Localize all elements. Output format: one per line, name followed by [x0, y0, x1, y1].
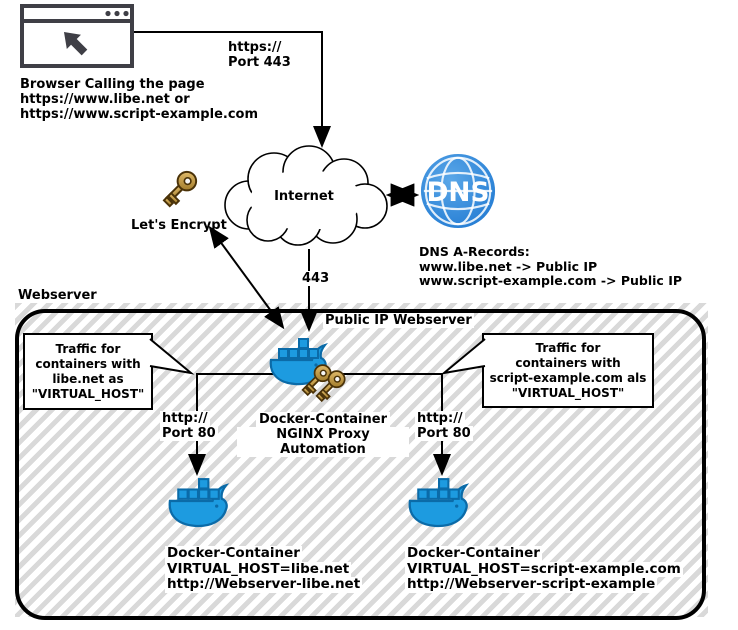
public-ip-webserver-label: Public IP Webserver: [323, 313, 474, 328]
http-line: http://: [160, 411, 210, 426]
http-line: http://: [415, 411, 465, 426]
dns-globe-icon: DNS: [420, 153, 496, 229]
browser-caption: Browser Calling the page https://www.lib…: [20, 77, 258, 122]
dns-records-text: DNS A-Records: www.libe.net -> Public IP…: [419, 244, 683, 289]
callout-traffic-libe: Traffic for containers with libe.net as …: [23, 333, 153, 410]
internet-cloud: [224, 145, 388, 246]
nginx-proxy-line: Docker-Container: [255, 412, 390, 427]
nginx-proxy-line: NGINX Proxy Automation: [237, 427, 409, 457]
docker-container-libe-label: Docker-Container VIRTUAL_HOST=libe.net h…: [165, 545, 363, 593]
callout-line: "VIRTUAL_HOST": [31, 386, 145, 401]
docker-container-script-example-icon: [408, 477, 468, 528]
container-label-line: http://Webserver-libe.net: [165, 576, 363, 593]
port-80-line: Port 80: [160, 426, 218, 441]
lets-encrypt-label: Let's Encrypt: [131, 218, 227, 233]
container-label-line: VIRTUAL_HOST=libe.net: [165, 560, 352, 577]
dns-records-line: www.libe.net -> Public IP: [419, 258, 598, 274]
container-label-line: http://Webserver-script-example: [405, 576, 658, 593]
callout-line: containers with: [515, 355, 621, 370]
dns-records-line: DNS A-Records:: [419, 244, 530, 259]
callout-traffic-script-example: Traffic for containers with script-examp…: [482, 333, 654, 408]
callout-line: containers with: [35, 356, 141, 371]
callout-line: "VIRTUAL_HOST": [511, 385, 625, 400]
browser-caption-line: https://www.libe.net or: [20, 92, 190, 107]
lets-encrypt-key-icon: [158, 167, 201, 210]
http-port-80-right-label: http:// Port 80: [415, 411, 473, 441]
dns-records-line: www.script-example.com -> Public IP: [419, 273, 683, 288]
browser-caption-line: Browser Calling the page: [20, 77, 205, 92]
http-port-80-left-label: http:// Port 80: [160, 411, 218, 441]
webserver-label: Webserver: [18, 288, 97, 303]
callout-line: libe.net as: [52, 371, 124, 386]
callout-line: Traffic for: [535, 340, 601, 355]
https-line: https://: [228, 40, 282, 55]
docker-container-libe-icon: [168, 477, 228, 528]
nginx-proxy-docker-icon: [269, 337, 349, 404]
dns-icon-text: DNS: [427, 178, 490, 208]
callout-line: script-example.com als: [489, 370, 647, 385]
port-443-line: Port 443: [228, 55, 291, 70]
internet-label: Internet: [274, 189, 334, 204]
nginx-proxy-label: Docker-Container NGINX Proxy Automation: [237, 412, 409, 457]
browser-caption-line: https://www.script-example.com: [20, 107, 259, 122]
docker-container-script-example-label: Docker-Container VIRTUAL_HOST=script-exa…: [405, 545, 683, 593]
cursor-arrow-icon: [63, 31, 88, 56]
browser-window-icon: [20, 4, 134, 68]
port-80-line: Port 80: [415, 426, 473, 441]
container-label-line: VIRTUAL_HOST=script-example.com: [405, 560, 683, 577]
port-443-label: 443: [299, 271, 333, 286]
https-port-443-label: https:// Port 443: [228, 40, 291, 70]
webserver-box-border: [15, 309, 706, 620]
container-label-line: Docker-Container: [405, 545, 542, 562]
container-label-line: Docker-Container: [165, 545, 302, 562]
callout-line: Traffic for: [55, 341, 121, 356]
